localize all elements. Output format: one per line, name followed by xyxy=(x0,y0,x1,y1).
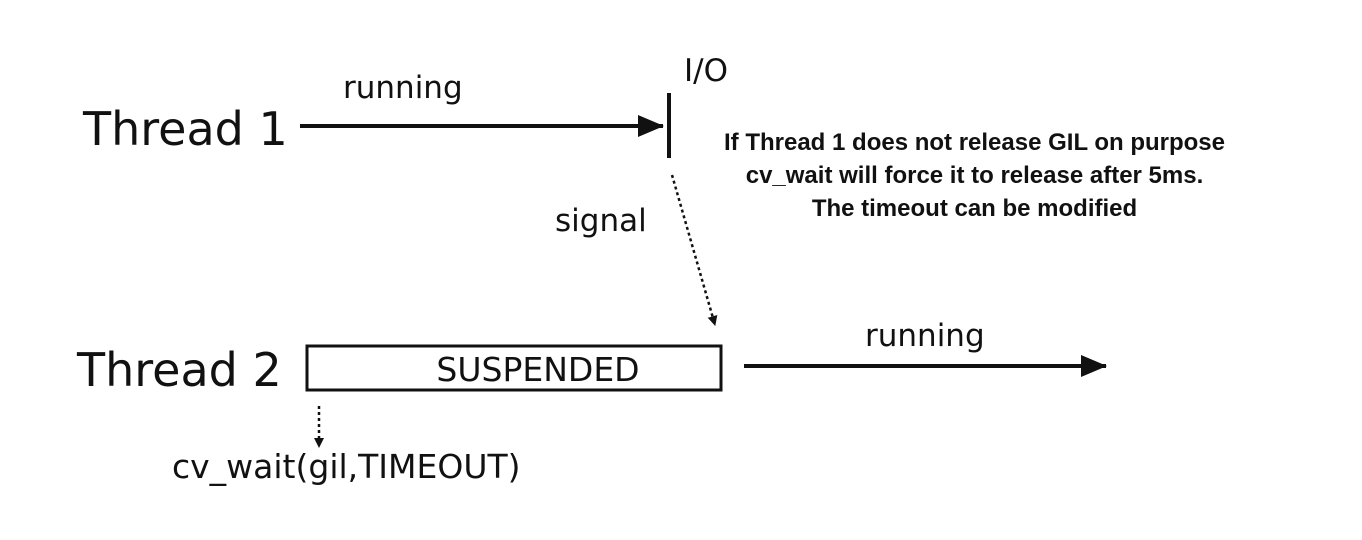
thread1-running-label: running xyxy=(343,70,463,106)
suspended-box xyxy=(305,344,723,392)
signal-arrow xyxy=(670,174,718,326)
gil-timeout-note: If Thread 1 does not release GIL on purp… xyxy=(682,126,1267,225)
cv-wait-call-label: cv_wait(gil,TIMEOUT) xyxy=(172,447,521,486)
note-line-2: cv_wait will force it to release after 5… xyxy=(745,162,1204,189)
thread2-running-label: running xyxy=(865,318,985,354)
suspended-label: SUSPENDED xyxy=(436,350,639,389)
thread2-label: Thread 2 xyxy=(76,343,282,397)
thread1-label: Thread 1 xyxy=(82,102,288,156)
signal-label: signal xyxy=(555,203,647,239)
io-label: I/O xyxy=(684,53,728,89)
note-line-1: If Thread 1 does not release GIL on purp… xyxy=(724,129,1225,156)
note-line-3: The timeout can be modified xyxy=(811,195,1138,222)
